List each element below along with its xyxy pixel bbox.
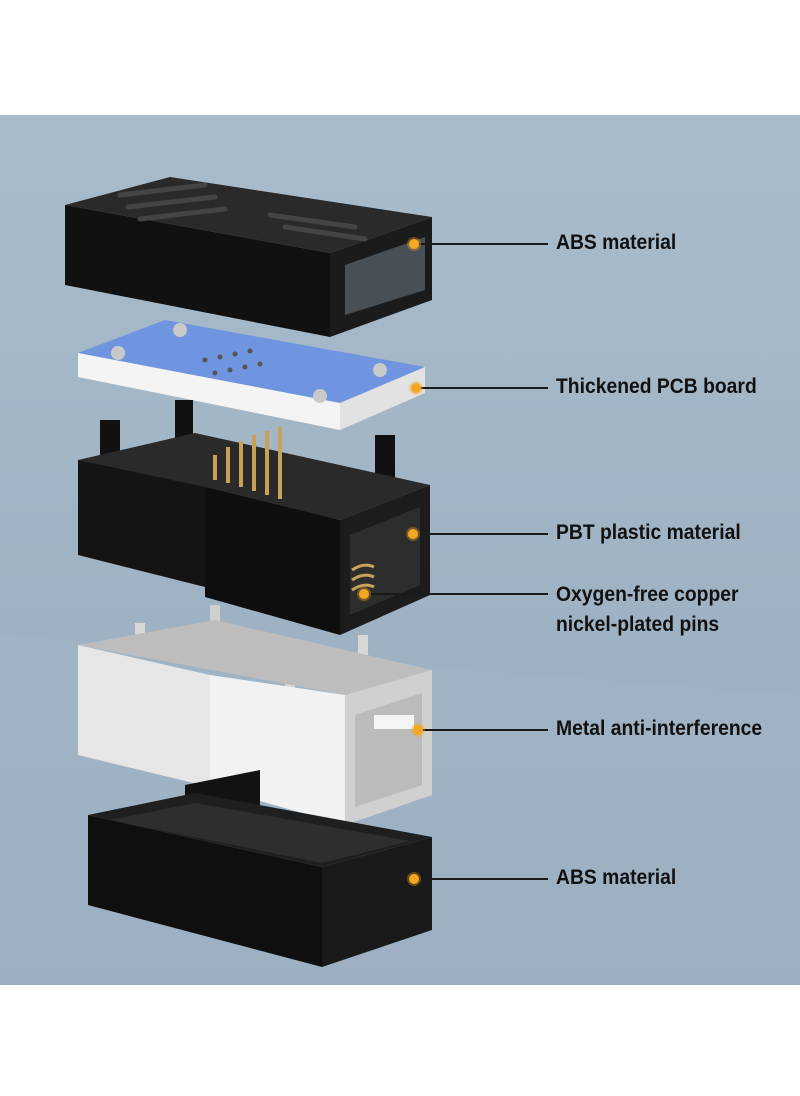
leader-line-pcb: [416, 387, 548, 389]
leader-line-metal: [418, 729, 548, 731]
leader-line-abs-bottom: [414, 878, 548, 880]
marker-copper: [359, 589, 369, 599]
leader-line-copper: [364, 593, 548, 595]
label-metal: Metal anti-interference: [556, 717, 763, 740]
leader-line-abs-top: [414, 243, 548, 245]
label-pcb: Thickened PCB board: [556, 375, 757, 398]
exploded-connector-illustration: [0, 177, 800, 985]
leader-line-pbt: [413, 533, 548, 535]
label-abs-bottom: ABS material: [556, 866, 677, 889]
label-copper-line1: Oxygen-free copper: [556, 583, 739, 606]
pbt-housing: [78, 400, 430, 635]
top-abs-cover: [65, 177, 432, 337]
marker-metal: [413, 725, 423, 735]
marker-pbt: [408, 529, 418, 539]
pcb-board: [78, 320, 425, 430]
label-copper-line2: nickel-plated pins: [556, 613, 720, 636]
exploded-view-scene: [0, 115, 800, 985]
marker-abs-bottom: [409, 874, 419, 884]
metal-shield: [78, 605, 432, 825]
marker-pcb: [411, 383, 421, 393]
label-pbt: PBT plastic material: [556, 521, 741, 544]
marker-abs-top: [409, 239, 419, 249]
label-abs-top: ABS material: [556, 231, 677, 254]
bottom-abs-tray: [88, 770, 432, 967]
